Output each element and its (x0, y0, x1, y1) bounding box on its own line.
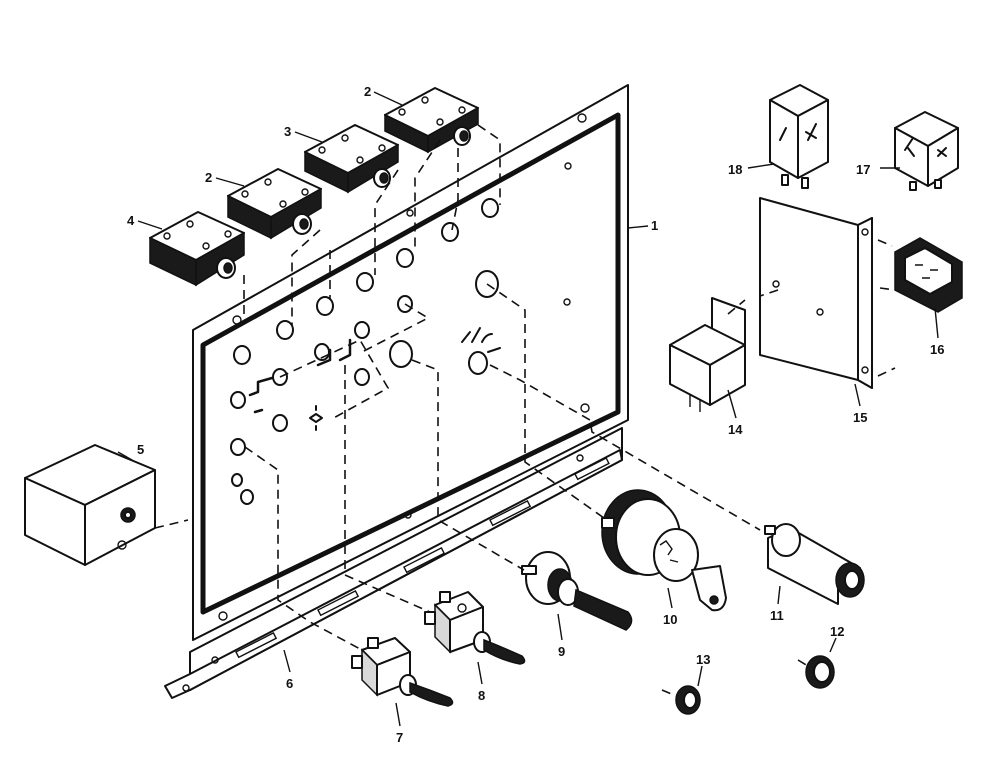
label-part-12: 12 (830, 624, 844, 639)
label-part-17: 17 (856, 162, 870, 177)
relay-large (769, 84, 829, 189)
label-part-10: 10 (663, 612, 677, 627)
grommet-small (675, 685, 701, 715)
label-part-1: 1 (651, 218, 658, 233)
label-part-6: 6 (286, 676, 293, 691)
panel-holes (230, 198, 501, 505)
breaker-middle (304, 124, 399, 194)
bracket (164, 427, 623, 699)
box (24, 444, 156, 566)
label-part-14: 14 (728, 422, 743, 437)
label-part-4: 4 (127, 213, 135, 228)
label-part-2-right: 2 (364, 84, 371, 99)
label-part-9: 9 (558, 644, 565, 659)
relay-mounted (669, 297, 746, 412)
label-part-2-left: 2 (205, 170, 212, 185)
grommet-large (805, 655, 835, 689)
breaker-left-2 (227, 168, 322, 240)
assembly-lines (154, 124, 896, 697)
label-part-16: 16 (930, 342, 944, 357)
label-part-13: 13 (696, 652, 710, 667)
leader-lines (117, 91, 939, 727)
rotary-switch (521, 551, 633, 631)
label-part-18: 18 (728, 162, 742, 177)
label-part-11: 11 (770, 608, 784, 623)
relay-small (894, 111, 959, 191)
relay-plate (759, 197, 873, 389)
label-part-3: 3 (284, 124, 291, 139)
label-part-7: 7 (396, 730, 403, 745)
light-socket (764, 523, 865, 605)
part-labels: 1 2 3 2 4 5 6 7 8 9 10 11 12 13 14 15 16… (127, 84, 944, 745)
label-part-15: 15 (853, 410, 867, 425)
label-part-5: 5 (137, 442, 144, 457)
breaker-left (149, 211, 245, 287)
ignition-switch (601, 489, 727, 612)
rocker-switch (894, 237, 963, 313)
label-part-8: 8 (478, 688, 485, 703)
breaker-right (384, 87, 479, 154)
toggle-left (351, 637, 454, 707)
toggle-right (424, 591, 526, 665)
